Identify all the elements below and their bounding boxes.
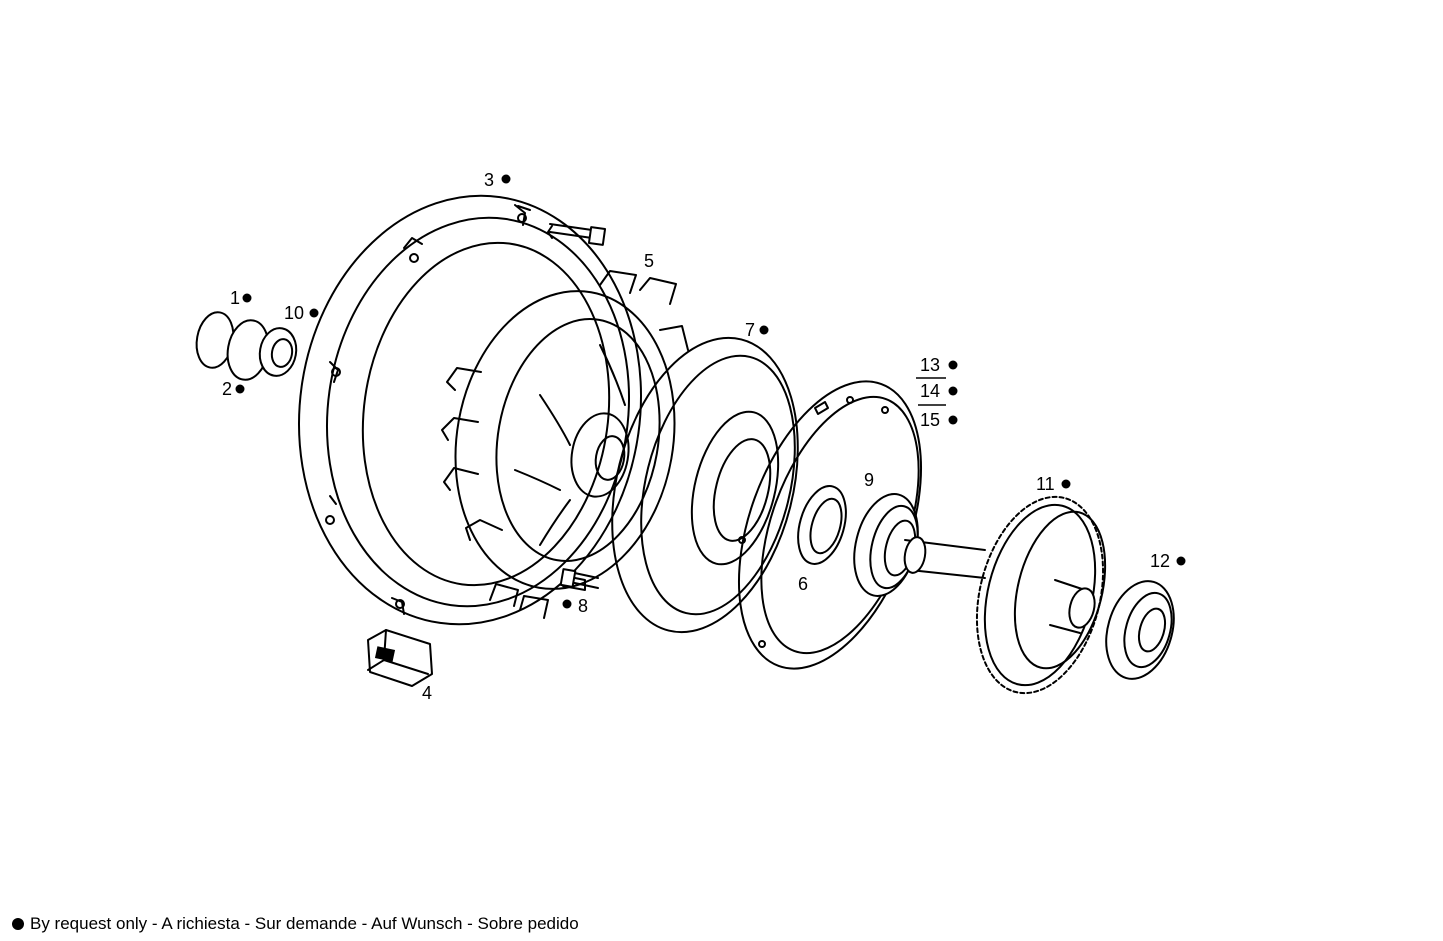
request-dot-10 xyxy=(309,308,319,318)
clutch-housing xyxy=(298,194,642,626)
request-legend-text: By request only - A richiesta - Sur dema… xyxy=(30,914,579,933)
label-part-14: 14 xyxy=(920,381,940,401)
ball-bearing xyxy=(1105,580,1175,680)
label-part-2: 2 xyxy=(222,379,232,399)
request-dot-1 xyxy=(242,293,252,303)
seal-ring xyxy=(797,485,847,565)
label-part-1: 1 xyxy=(230,288,240,308)
request-dot-14 xyxy=(948,386,958,396)
label-part-8: 8 xyxy=(578,596,588,616)
request-legend: By request only - A richiesta - Sur dema… xyxy=(12,914,579,934)
label-part-4: 4 xyxy=(422,683,432,703)
rubber-block xyxy=(367,629,433,687)
bolt xyxy=(559,568,599,589)
callout-labels: 3 5 1 10 2 7 13 14 15 9 11 12 6 8 4 xyxy=(222,170,1186,703)
cover-plate xyxy=(737,380,923,670)
label-part-11: 11 xyxy=(1036,474,1055,494)
hub-nut xyxy=(195,311,298,381)
request-dot-2 xyxy=(235,384,245,394)
label-part-6: 6 xyxy=(798,574,808,594)
request-dot-15 xyxy=(948,415,958,425)
label-part-7: 7 xyxy=(745,320,755,340)
request-dot-11 xyxy=(1061,479,1071,489)
request-dot-7 xyxy=(759,325,769,335)
label-part-10: 10 xyxy=(284,303,304,323)
label-part-12: 12 xyxy=(1150,551,1170,571)
label-part-9: 9 xyxy=(864,470,874,490)
label-part-3: 3 xyxy=(484,170,494,190)
pressure-plate xyxy=(611,336,799,634)
request-dot-3 xyxy=(501,174,511,184)
request-dot-icon xyxy=(12,918,24,930)
request-dot-12 xyxy=(1176,556,1186,566)
label-part-15: 15 xyxy=(920,410,940,430)
label-part-5: 5 xyxy=(644,251,654,271)
toothed-disc xyxy=(441,270,689,619)
gear-shaft xyxy=(903,495,1107,695)
label-part-13: 13 xyxy=(920,355,940,375)
request-dot-13 xyxy=(948,360,958,370)
request-dot-8 xyxy=(562,599,572,609)
